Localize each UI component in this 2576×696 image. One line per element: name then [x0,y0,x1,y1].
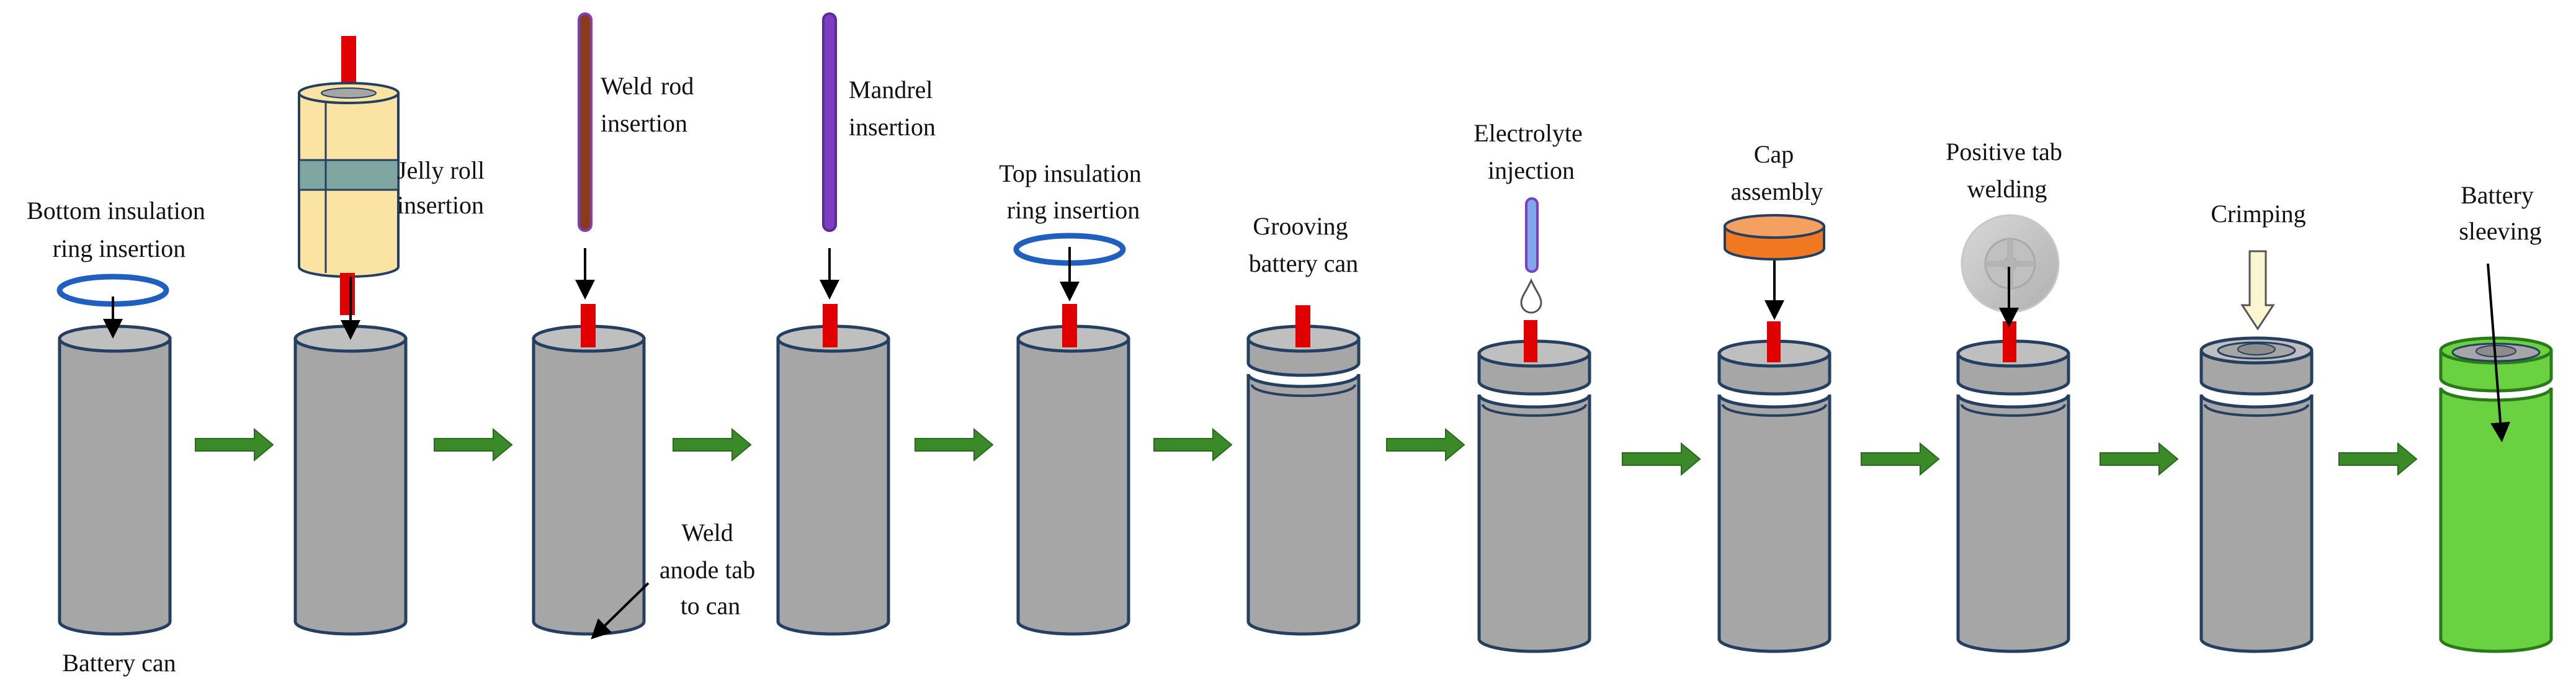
pointer-line [591,582,650,640]
flow-arrows [195,427,2418,476]
down-arrow-icon [2487,263,2511,442]
mandrel [822,12,837,232]
grooved-battery-can [1956,339,2070,653]
tab-red [1767,321,1781,362]
label-jelly-roll: Jelly roll insertion [397,156,491,219]
step-bottom-ring [56,274,172,636]
label-bottom-ring: Bottom insulation ring insertion [27,197,212,262]
label-crimping: Crimping [2211,200,2305,228]
flow-arrow-icon [1386,427,1465,462]
label-electrolyte: Electrolyte injection [1474,119,1588,184]
battery-can [58,324,172,636]
step-positive-tab-welding [1956,214,2070,653]
label-weld-anode: Weld anode tab to can [660,519,761,620]
tab-red [1295,305,1310,347]
label-top-ring: Top insulation ring insertion [999,159,1147,224]
electrolyte-dropper-icon [1525,197,1539,273]
flow-arrow-icon [1622,442,1701,476]
step-electrolyte [1477,197,1591,653]
battery-can [293,324,408,636]
grooved-battery-can [1717,339,1831,653]
sleeved-battery [2439,336,2553,653]
flow-arrow-icon [2338,442,2418,476]
battery-can [776,324,890,636]
flow-arrow-icon [434,427,513,462]
battery-can [532,324,646,636]
step-cap-assembly [1717,214,1831,653]
label-cap-assembly: Cap assembly [1731,140,1823,205]
step-mandrel [776,12,890,636]
step-weld-rod [532,12,650,640]
droplet-icon [1520,278,1542,314]
flow-arrow-icon [1153,427,1233,462]
labels: Bottom insulation ring insertion Battery… [27,72,2542,677]
grooved-battery-can [1477,339,1591,653]
grooved-battery-can [1246,324,1361,636]
flow-arrow-icon [195,427,274,462]
label-mandrel: Mandrel insertion [849,76,939,141]
weld-rod [578,12,593,232]
label-positive-tab: Positive tab welding [1946,138,2068,203]
crimp-press-arrow-icon [2240,250,2275,331]
jelly-roll [298,82,400,278]
welding-disc-icon [1961,214,2060,313]
step-battery-sleeving [2439,263,2553,653]
tab-red [823,304,838,347]
crimped-battery-can [2199,336,2314,653]
tab-red [1062,304,1077,347]
label-weld-rod: Weld rod insertion [601,72,700,137]
label-sleeving: Battery sleeving [2459,181,2541,245]
label-battery-can: Battery can [62,649,176,677]
step-crimping [2199,250,2314,653]
battery-can [1016,324,1130,636]
step-grooving [1246,305,1361,636]
cap [1724,214,1825,261]
tab-red [581,304,596,347]
tab-red [1524,320,1537,362]
tab-red [340,273,355,315]
flow-arrow-icon [2100,442,2179,476]
step-top-ring [1013,233,1130,636]
tab-red [2003,321,2016,362]
flow-arrow-icon [673,427,752,462]
flow-arrow-icon [1861,442,1940,476]
label-grooving: Grooving battery can [1249,212,1359,277]
step-jelly-roll [293,36,408,636]
flow-arrow-icon [915,427,994,462]
